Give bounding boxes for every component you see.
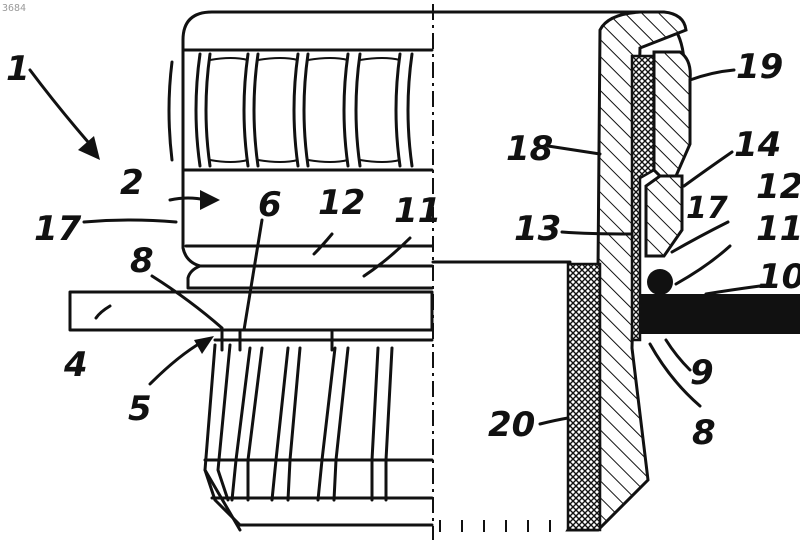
image-code: 3684 bbox=[2, 3, 26, 14]
label-19: 19 bbox=[736, 47, 783, 87]
label-5: 5 bbox=[128, 389, 152, 429]
label-8-left: 8 bbox=[130, 241, 154, 281]
label-13: 13 bbox=[514, 209, 561, 249]
collar-19 bbox=[654, 52, 690, 176]
label-2: 2 bbox=[120, 163, 144, 203]
panel-10 bbox=[640, 294, 800, 334]
label-17-right: 17 bbox=[686, 191, 728, 226]
label-10: 10 bbox=[758, 257, 800, 297]
label-17-left: 17 bbox=[34, 209, 82, 249]
panel-4 bbox=[70, 292, 432, 330]
knurled-band bbox=[169, 50, 432, 170]
ball-11 bbox=[647, 269, 673, 295]
label-6: 6 bbox=[258, 185, 282, 225]
label-12-left: 12 bbox=[318, 183, 365, 223]
label-18: 18 bbox=[506, 129, 553, 169]
label-8-right: 8 bbox=[692, 413, 716, 453]
label-1: 1 bbox=[6, 49, 30, 89]
label-14: 14 bbox=[734, 125, 781, 165]
label-12-right: 12 bbox=[756, 167, 800, 207]
left-exterior-view bbox=[70, 12, 432, 530]
label-11-right: 11 bbox=[756, 209, 800, 249]
label-11-left: 11 bbox=[394, 191, 441, 231]
right-section-view bbox=[433, 12, 800, 532]
liner-20 bbox=[568, 264, 600, 530]
label-20: 20 bbox=[488, 405, 535, 445]
label-4: 4 bbox=[63, 345, 88, 385]
clamp-ring-14 bbox=[646, 176, 682, 256]
label-9: 9 bbox=[690, 353, 714, 393]
clamp-lamellae bbox=[205, 332, 432, 530]
